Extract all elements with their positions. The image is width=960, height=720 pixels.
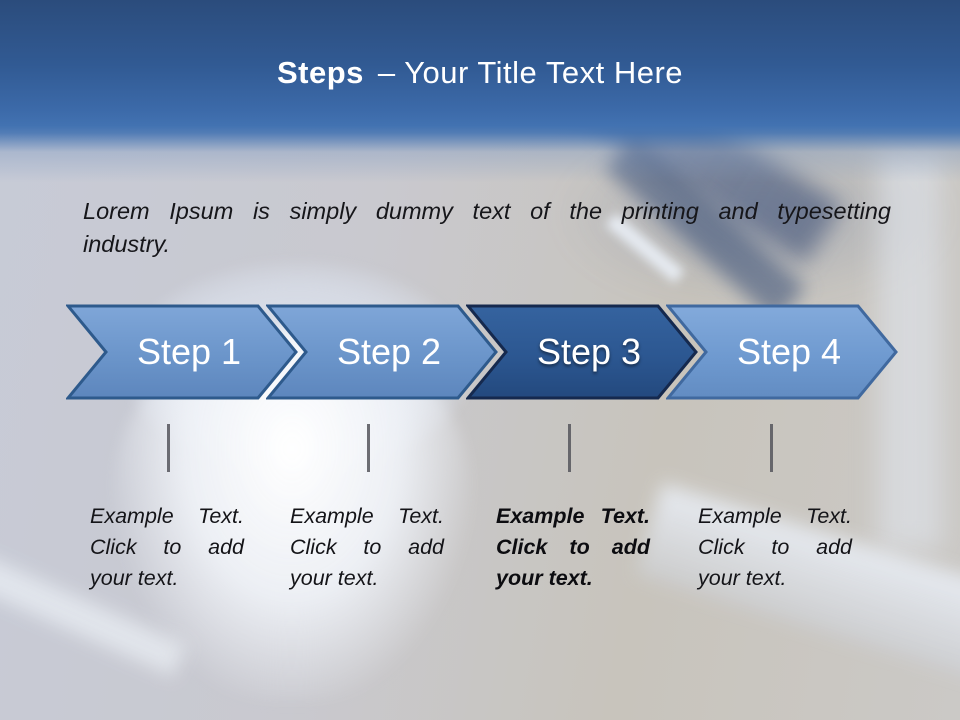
chevron-arrow-shape xyxy=(466,304,698,400)
caption-line: Example Text. xyxy=(496,504,650,528)
title-keyword: Steps xyxy=(276,55,364,90)
caption-step-1[interactable]: Example Text. Click to add your text. xyxy=(90,501,244,594)
connector-line-4 xyxy=(770,424,773,472)
chevron-arrow-shape xyxy=(666,304,898,400)
caption-step-3[interactable]: Example Text. Click to add your text. xyxy=(496,501,650,594)
chevron-step-1[interactable]: Step 1 xyxy=(66,304,298,400)
chevron-arrow-shape xyxy=(266,304,498,400)
intro-line-2: industry. xyxy=(83,231,171,257)
step-label: Step 4 xyxy=(736,331,842,372)
step-label: Step 1 xyxy=(136,331,242,372)
caption-step-4[interactable]: Example Text. Click to add your text. xyxy=(698,501,852,594)
caption-line: your text. xyxy=(496,566,593,590)
caption-line: Example Text. xyxy=(290,504,444,528)
title-subtitle: – Your Title Text Here xyxy=(377,55,684,90)
slide-title[interactable]: Steps – Your Title Text Here xyxy=(0,55,960,91)
caption-line: your text. xyxy=(698,566,787,590)
caption-line: Example Text. xyxy=(698,504,852,528)
connector-line-2 xyxy=(367,424,370,472)
intro-line-1: Lorem Ipsum is simply dummy text of the … xyxy=(83,198,891,224)
chevron-step-3[interactable]: Step 3 xyxy=(466,304,698,400)
caption-line: Click to add xyxy=(698,535,852,559)
caption-line: Click to add xyxy=(496,535,650,559)
chevron-step-2[interactable]: Step 2 xyxy=(266,304,498,400)
caption-step-2[interactable]: Example Text. Click to add your text. xyxy=(290,501,444,594)
intro-text[interactable]: Lorem Ipsum is simply dummy text of the … xyxy=(83,195,891,261)
connector-line-1 xyxy=(167,424,170,472)
caption-line: Click to add xyxy=(290,535,444,559)
chevron-arrow-shape xyxy=(66,304,298,400)
connector-line-3 xyxy=(568,424,571,472)
step-label: Step 3 xyxy=(536,331,642,372)
caption-line: your text. xyxy=(90,566,179,590)
step-label: Step 2 xyxy=(336,331,442,372)
chevron-step-4[interactable]: Step 4 xyxy=(666,304,898,400)
caption-line: Click to add xyxy=(90,535,244,559)
title-bar: Steps – Your Title Text Here xyxy=(0,0,960,190)
caption-line: Example Text. xyxy=(90,504,244,528)
caption-line: your text. xyxy=(290,566,379,590)
